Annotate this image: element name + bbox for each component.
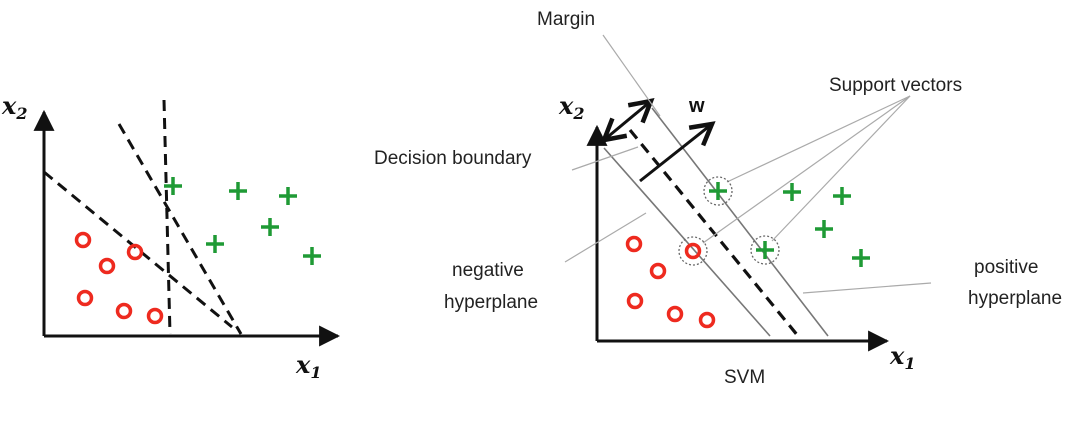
- left-dashed-boundary-steep: [117, 123, 243, 335]
- left-dashed-boundary-vertical: [162, 99, 172, 335]
- margin-arrow: [604, 101, 651, 140]
- right-y-axis-label: x2: [558, 91, 584, 123]
- negative-sample-circle: [649, 262, 667, 280]
- right-plot: x2 x1 w: [374, 9, 1062, 388]
- negative-sample-circle: [684, 242, 702, 260]
- weight-vector-label: w: [688, 95, 705, 117]
- positive-sample-plus: [279, 187, 297, 205]
- positive-sample-plus: [206, 235, 224, 253]
- negative-sample-circle: [146, 307, 164, 325]
- decision-boundary-label: Decision boundary: [374, 148, 532, 169]
- negative-sample-circle: [115, 302, 133, 320]
- negative-sample-circle: [126, 243, 144, 261]
- support-vector-ring: [750, 235, 780, 265]
- right-negative-samples: [625, 235, 716, 329]
- support-vector-ring: [678, 236, 708, 266]
- negative-sample-circle: [698, 311, 716, 329]
- support-vectors-label: Support vectors: [829, 75, 962, 96]
- positive-sample-plus: [709, 182, 727, 200]
- support-vector-pointer-line: [702, 95, 911, 244]
- margin-pointer-line: [602, 34, 661, 117]
- left-positive-samples: [164, 177, 321, 265]
- negative-sample-circle: [666, 305, 684, 323]
- svm-title: SVM: [724, 367, 765, 388]
- positive-hyperplane-pointer-line: [802, 282, 932, 294]
- left-y-axis-label: x2: [1, 91, 27, 123]
- positive-sample-plus: [261, 218, 279, 236]
- positive-sample-plus: [756, 241, 774, 259]
- support-vector-pointer-line: [771, 95, 911, 242]
- negative-hyperplane-pointer-line: [564, 212, 647, 263]
- negative-hyperplane-line: [603, 147, 771, 337]
- decision-boundary-line: [628, 128, 800, 338]
- right-positive-samples: [703, 176, 870, 267]
- negative-sample-circle: [626, 292, 644, 310]
- positive-sample-plus: [815, 220, 833, 238]
- left-negative-samples: [74, 231, 164, 325]
- positive-sample-plus: [833, 187, 851, 205]
- weight-vector-arrow: [639, 124, 712, 183]
- support-vector-ring: [703, 176, 733, 206]
- negative-sample-circle: [98, 257, 116, 275]
- negative-sample-circle: [625, 235, 643, 253]
- decision-boundary-pointer-line: [571, 146, 639, 171]
- positive-sample-plus: [303, 247, 321, 265]
- support-vector-pointer-line: [726, 95, 911, 183]
- margin-label: Margin: [537, 9, 595, 30]
- negative-hyperplane-label-line1: negative: [452, 260, 524, 281]
- positive-sample-plus: [852, 249, 870, 267]
- positive-hyperplane-label-line2: hyperplane: [968, 288, 1062, 309]
- positive-hyperplane-line: [651, 107, 829, 337]
- positive-sample-plus: [164, 177, 182, 195]
- positive-hyperplane-label-line1: positive: [974, 257, 1038, 278]
- negative-sample-circle: [76, 289, 94, 307]
- positive-sample-plus: [229, 182, 247, 200]
- positive-sample-plus: [783, 183, 801, 201]
- negative-hyperplane-label-line2: hyperplane: [444, 292, 538, 313]
- left-plot: x2 x1: [1, 91, 341, 382]
- right-x-axis-label: x1: [889, 341, 915, 373]
- left-dashed-boundary-shallow: [43, 170, 233, 329]
- left-x-axis-label: x1: [295, 350, 321, 382]
- negative-sample-circle: [74, 231, 92, 249]
